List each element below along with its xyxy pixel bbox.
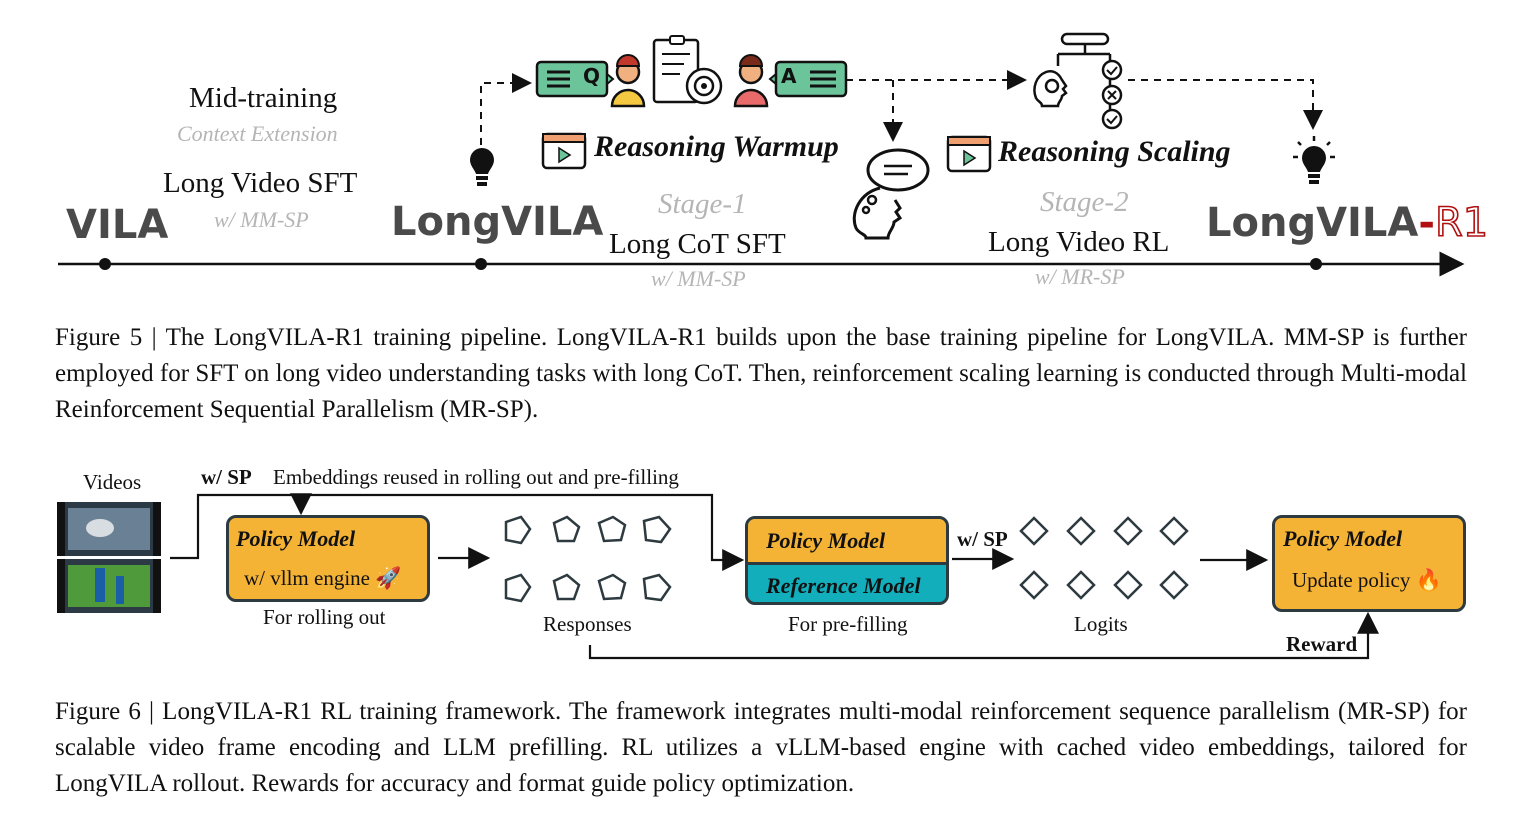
- for-prefilling-label: For pre-filling: [788, 612, 908, 636]
- mmsp-label-2: w/ MM-SP: [651, 266, 746, 291]
- logit-shape: [1113, 516, 1143, 546]
- wsp-top-label: w/ SP: [201, 465, 252, 489]
- fire-icon: 🔥: [1415, 568, 1442, 592]
- update-policy-label: Update policy 🔥: [1292, 568, 1442, 593]
- vllm-engine-label: w/ vllm engine 🚀: [244, 566, 401, 591]
- policy-model-title: Policy Model: [1283, 526, 1403, 551]
- video-thumbnail: [57, 559, 161, 613]
- stage1-label: Stage-1: [658, 188, 747, 220]
- figure6-caption: Figure 6 | LongVILA-R1 RL training frame…: [55, 698, 1467, 797]
- thinking-head-icon: [852, 148, 930, 240]
- response-shape: [597, 573, 627, 601]
- long-video-sft-label: Long Video SFT: [163, 167, 358, 199]
- a-letter: A: [781, 64, 797, 88]
- response-shape: [642, 515, 672, 544]
- for-rolling-out-label: For rolling out: [263, 605, 386, 629]
- reward-arrow: [588, 611, 1379, 660]
- vila-label: VILA: [66, 202, 169, 248]
- response-shapes: [504, 515, 672, 603]
- longvila-r1-suffix: R1: [1434, 199, 1489, 247]
- dashed-flow-1: [480, 73, 532, 145]
- video-play-icon: [541, 132, 587, 170]
- response-shape: [504, 515, 532, 545]
- checklist-gear-icon: [652, 35, 723, 105]
- midtraining-label: Mid-training: [189, 82, 338, 114]
- q-letter: Q: [583, 64, 601, 88]
- logit-shape: [1019, 570, 1049, 600]
- gear-head-checklist-icon: [1033, 32, 1123, 130]
- logit-shape: [1113, 570, 1143, 600]
- response-shape: [642, 573, 672, 602]
- policy-model-prefill-section: [748, 519, 946, 565]
- policy-model-update-box: Policy Model Update policy 🔥: [1272, 515, 1466, 612]
- person-icon-yellow: [610, 54, 646, 108]
- stage2-label: Stage-2: [1040, 186, 1129, 218]
- timeline-dot-r1: [1310, 258, 1322, 270]
- mmsp-label-1: w/ MM-SP: [214, 207, 309, 232]
- reasoning-warmup-label: Reasoning Warmup: [594, 130, 839, 163]
- logit-shape: [1019, 516, 1049, 546]
- wsp-mid-label: w/ SP: [957, 527, 1008, 551]
- lightbulb-icon: [470, 148, 494, 186]
- context-extension-label: Context Extension: [177, 121, 338, 146]
- logit-shapes: [1019, 516, 1189, 600]
- videos-label: Videos: [83, 470, 142, 494]
- embeddings-reused-label: Embeddings reused in rolling out and pre…: [273, 465, 679, 489]
- policy-model-rollout-box: Policy Model w/ vllm engine 🚀: [226, 515, 430, 602]
- logit-shape: [1066, 516, 1096, 546]
- mrsp-label: w/ MR-SP: [1035, 264, 1125, 289]
- response-shape: [552, 515, 581, 543]
- logits-label: Logits: [1074, 612, 1128, 636]
- logit-shape: [1159, 570, 1189, 600]
- vllm-engine-text: w/ vllm engine: [244, 566, 370, 590]
- response-shape: [552, 573, 581, 601]
- reference-model-title: Reference Model: [766, 573, 921, 598]
- longvila-r1-label: LongVILA-R1: [1206, 199, 1489, 247]
- embedding-sp-line: [170, 493, 745, 571]
- logit-shape: [1159, 516, 1189, 546]
- longvila-r1-prefix: LongVILA: [1206, 200, 1419, 246]
- video-play-icon: [946, 135, 992, 173]
- figure5-caption: Figure 5 | The LongVILA-R1 training pipe…: [55, 324, 1467, 423]
- prefill-models-box: Policy Model Reference Model: [745, 516, 949, 605]
- timeline-dot-longvila: [475, 258, 487, 270]
- reward-label: Reward: [1286, 632, 1358, 656]
- person-icon-red: [733, 54, 769, 108]
- logit-shape: [1066, 570, 1096, 600]
- timeline-dot-vila: [99, 258, 111, 270]
- response-shape: [597, 515, 627, 543]
- policy-model-title: Policy Model: [236, 526, 356, 551]
- answer-bubble-icon: [768, 60, 848, 98]
- lit-lightbulb-icon: [1293, 136, 1335, 184]
- long-cot-sft-label: Long CoT SFT: [609, 228, 786, 260]
- update-policy-text: Update policy: [1292, 568, 1411, 592]
- video-thumbnail: [57, 502, 161, 556]
- long-video-rl-label: Long Video RL: [988, 226, 1170, 258]
- longvila-label: LongVILA: [391, 199, 604, 245]
- response-shape: [504, 573, 532, 603]
- reasoning-scaling-label: Reasoning Scaling: [998, 135, 1231, 168]
- rocket-icon: 🚀: [375, 566, 402, 590]
- longvila-r1-dash: -: [1418, 200, 1435, 246]
- question-bubble-icon: [535, 60, 615, 98]
- dashed-flow-4: [1128, 79, 1323, 130]
- policy-model-title: Policy Model: [766, 528, 886, 553]
- responses-label: Responses: [543, 612, 632, 636]
